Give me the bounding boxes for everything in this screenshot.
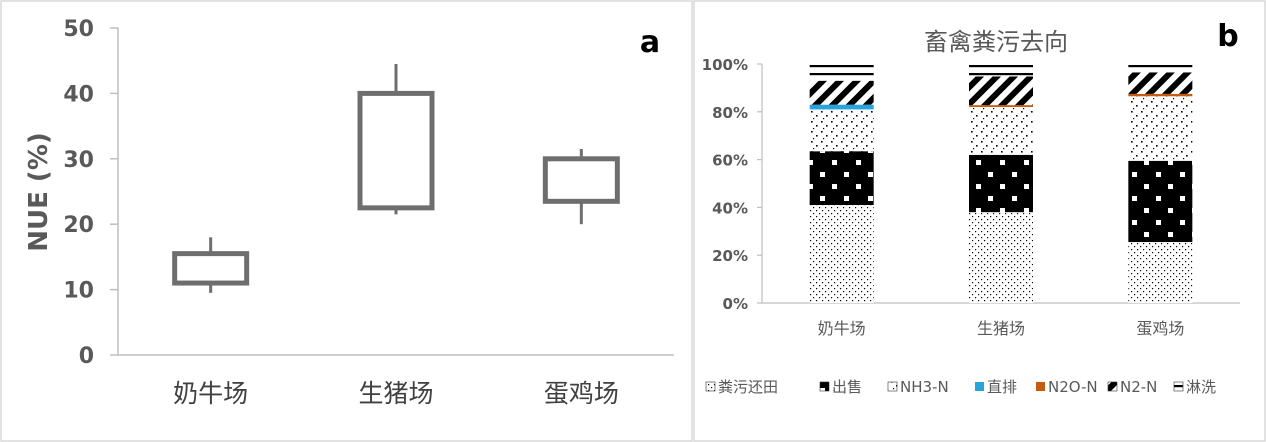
panel-b-ytick-label: 0% [723, 295, 748, 313]
panel-a-box [357, 90, 435, 211]
panel-b-bar-segment [809, 64, 874, 81]
panel-a-xtick-label: 奶牛场 [173, 379, 248, 408]
panel-b-bar-segment [809, 104, 874, 110]
panel-a-ytick-label: 20 [63, 213, 94, 238]
panel-b-bar-segment [1128, 96, 1193, 161]
panel-b-bar-segment [1128, 160, 1193, 243]
panel-a-letter: a [640, 25, 660, 60]
panel-a-ytick-label: 10 [63, 279, 94, 304]
panel-a-xtick-label: 蛋鸡场 [544, 379, 619, 408]
panel-b-bar-segment [809, 80, 874, 105]
panel-b-legend-swatch [1107, 381, 1118, 392]
panel-b-legend-swatch [1036, 382, 1045, 391]
panel-b-bar-segment [969, 105, 1033, 108]
panel-b-bar-segment [809, 151, 874, 206]
panel-a-boxplot: a NUE (%) 0 10 20 30 40 50 奶牛场 生猪场 蛋鸡场 [24, 17, 674, 408]
panel-b-legend-label: 粪污还田 [718, 378, 778, 396]
panel-b-bar-segment [969, 64, 1033, 77]
panel-b-legend-swatch [975, 382, 984, 391]
panel-b-ytick-label: 100% [702, 56, 748, 74]
panel-b-bar-segment [969, 154, 1033, 213]
panel-b-legend-swatch [1173, 381, 1184, 392]
panel-b-bar-segment [1128, 242, 1193, 303]
panel-b-bar-segment [1128, 93, 1193, 97]
panel-b-ytick-label: 60% [712, 152, 748, 170]
panel-b-legend-label: 出售 [832, 378, 862, 396]
panel-b-xtick-label: 蛋鸡场 [1136, 319, 1184, 338]
panel-b-bar-segment [809, 109, 874, 152]
panel-b-ytick-label: 80% [712, 104, 748, 122]
panel-b-xtick-label: 奶牛场 [818, 319, 866, 338]
panel-a-ylabel: NUE (%) [24, 132, 54, 252]
panel-a-ytick-label: 0 [79, 344, 94, 369]
panel-a-box [172, 251, 250, 286]
panel-a-frame [0, 0, 693, 442]
panel-b-title: 畜禽粪污去向 [924, 28, 1068, 56]
panel-b-legend-label: N2-N [1120, 378, 1157, 396]
panel-b-legend-swatch [705, 381, 716, 392]
panel-b-legend-label: 直排 [987, 378, 1017, 396]
panel-b-bar-segment [969, 212, 1033, 303]
panel-a-box [542, 156, 620, 204]
panel-b-letter: b [1217, 19, 1238, 54]
panel-b-bar-segment [809, 205, 874, 303]
panel-b-ytick-label: 20% [712, 247, 748, 265]
panel-a-ytick-label: 40 [63, 82, 94, 107]
panel-b-legend-swatch [887, 381, 898, 392]
panel-b-legend-label: N2O-N [1048, 378, 1098, 396]
panel-b-ytick-label: 40% [712, 199, 748, 217]
panel-b-legend-swatch [819, 381, 830, 392]
panel-a-ytick-label: 30 [63, 148, 94, 173]
panel-b-stacked-bar: 畜禽粪污去向 b 0% 20% 40% 60% 80% 100% 奶牛场 生猪场 蛋鸡场 粪污… [702, 19, 1240, 396]
panel-b-bar-segment [969, 107, 1033, 155]
panel-b-bar-segment [1128, 72, 1193, 94]
panel-a-ytick-label: 50 [63, 17, 94, 42]
panel-b-xtick-label: 生猪场 [977, 319, 1025, 338]
panel-b-bar-segment [1128, 64, 1193, 73]
panel-b-legend-label: NH3-N [900, 378, 949, 396]
panel-a-xtick-label: 生猪场 [358, 379, 433, 408]
panel-b-bar-segment [969, 76, 1033, 106]
panel-b-legend-label: 淋洗 [1186, 378, 1216, 396]
